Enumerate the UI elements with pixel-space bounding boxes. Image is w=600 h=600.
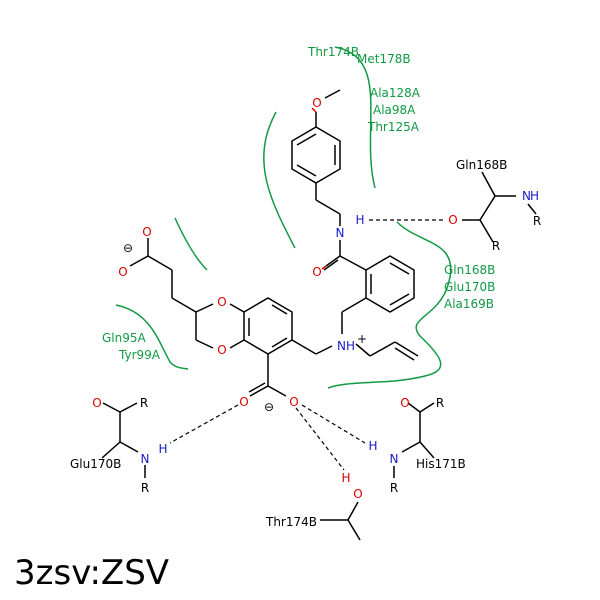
amide-hydrogen: H [355,213,364,227]
pocket-ala128-label: Ala128A [370,86,421,100]
his171-r-top: R [436,396,444,410]
gln168-nitrogen: N [522,189,531,203]
methoxyphenyl-group [291,89,341,226]
pocket-thr174-label: Thr174B [307,45,359,59]
pocket-glu170-label: Glu170B [444,280,495,294]
pocket-ala169-label: Ala169B [444,297,494,311]
glu170-oxygen: O [92,396,101,410]
carboxylate-oxygen-bottom: O [118,265,127,279]
amide-nitrogen: N [336,226,345,240]
pocket-thr125-label: Thr125A [367,120,420,134]
benzodioxane-core [129,238,333,397]
glu170-hydrogen: H [158,442,167,456]
dioxane-oxygen-top: O [217,295,226,309]
benzoate-oxygen-left: O [239,395,248,409]
pocket-tyr99-label: Tyr99A [118,348,161,362]
residue-thr174-label: Thr174B [265,515,317,529]
residue-labels: Gln168B Glu170B His171B Thr174B [70,158,507,529]
atom-labels: O N H O O O ⊖ O O NH + O O ⊖ O N H R R O… [92,96,541,501]
pocket-ala98-label: Ala98A [373,103,416,117]
residue-glu170-label: Glu170B [70,457,121,471]
benzoate-oxygen-right: O [289,395,298,409]
hydrophobic-arc-top-left [263,111,296,249]
hydrophobic-arc-carboxylate [174,217,208,271]
gln168-oxygen: O [448,213,457,227]
glu170-r-top: R [140,396,148,410]
gln168-h-label: H [530,189,539,203]
hbond-carboxylate-thr174 [295,407,345,471]
hydrogen-bonds [169,219,444,471]
his171-nitrogen: N [390,452,399,466]
gln168-r-bottom: R [492,239,500,253]
carboxylate-charge-left: ⊖ [123,241,133,255]
dioxane-oxygen-bottom: O [217,343,226,357]
structure-title: 3zsv:ZSV [14,553,169,593]
hydrophobic-arc-gln95 [115,304,189,370]
ammonium-charge: + [357,332,367,346]
residue-his171-label: His171B [416,457,466,471]
amide-oxygen: O [312,265,321,279]
amide-benzyl-group [321,240,419,361]
glu170-nitrogen: N [141,452,150,466]
residue-gln168-label: Gln168B [456,158,507,172]
his171-hydrogen: H [368,439,377,453]
carboxylate-oxygen-top: O [142,225,151,239]
his171-r-bottom: R [390,481,398,495]
gln168-r-right: R [533,214,541,228]
pocket-gln95-label: Gln95A [102,331,147,345]
glu170-r-bottom: R [141,481,149,495]
benzoate-charge: ⊖ [264,400,274,414]
hbond-carboxylate-glu170 [169,404,239,444]
hydrophobic-arc-right [327,221,452,389]
pocket-gln168-label: Gln168B [444,263,495,277]
thr174-oxygen: O [353,487,362,501]
methoxy-oxygen: O [312,96,321,110]
residue-fragments [101,171,537,541]
thr174-hydrogen: H [341,471,350,485]
hydrophobic-arc-top-right [334,46,376,189]
hbond-carboxylate-his171 [301,404,366,444]
hydrophobic-labels: Thr174B Met178B Ala128A Ala98A Thr125A G… [102,45,495,362]
hydrophobic-arcs [115,46,452,389]
his171-oxygen: O [400,396,409,410]
pocket-met178-label: Met178B [357,52,411,66]
ammonium-nh: NH [337,339,355,353]
